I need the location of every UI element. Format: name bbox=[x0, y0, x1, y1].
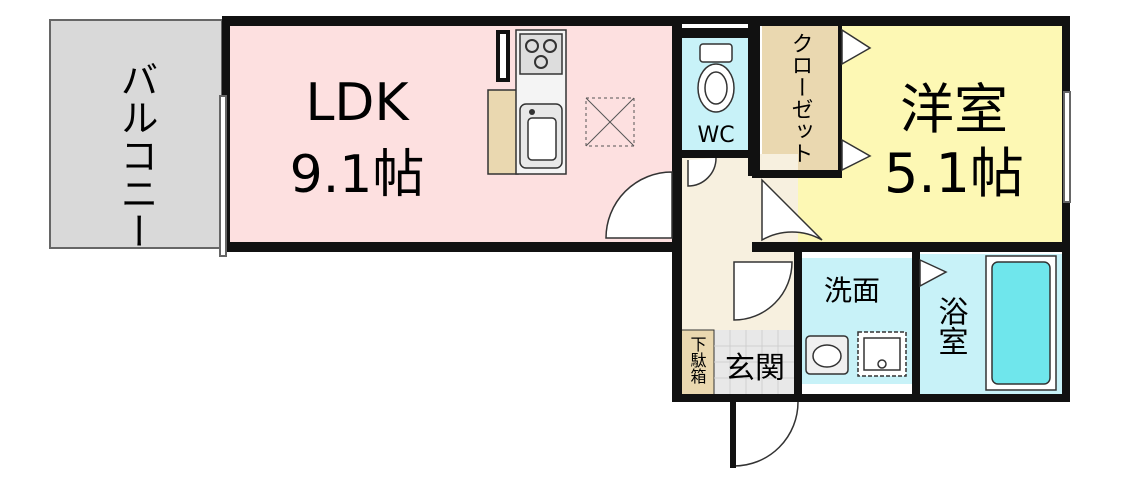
stove-icon bbox=[519, 33, 563, 75]
ldk-size: 9.1帖 bbox=[290, 145, 425, 205]
kitchen-counter bbox=[487, 89, 519, 175]
washbasin-icon bbox=[805, 335, 849, 375]
bathtub-icon bbox=[985, 255, 1057, 391]
door-swing-icon bbox=[605, 157, 948, 467]
entrance-tiles bbox=[714, 330, 796, 396]
closet-label: クローゼット bbox=[788, 32, 813, 164]
kitchen-wall-post-inner bbox=[500, 34, 506, 78]
entrance-area bbox=[714, 330, 796, 396]
closet-door-marks bbox=[841, 28, 872, 172]
balcony-label: バルコニー bbox=[114, 60, 158, 250]
entrance-door-jamb bbox=[730, 400, 736, 468]
ldk-name: LDK bbox=[305, 73, 410, 133]
bath-label: 浴室 bbox=[933, 296, 968, 356]
balcony-area bbox=[49, 19, 223, 249]
western-room-area bbox=[840, 24, 1064, 246]
shoebox-area bbox=[679, 329, 715, 397]
entrance-label: 玄関 bbox=[725, 351, 785, 386]
washer-pan-icon bbox=[857, 331, 907, 377]
walls bbox=[222, 16, 1070, 402]
western-room-name: 洋室 bbox=[900, 78, 1008, 141]
windows bbox=[219, 91, 1071, 257]
sink-icon bbox=[519, 103, 563, 169]
shoebox-label: 下駄箱 bbox=[688, 336, 707, 384]
washroom-label: 洗面 bbox=[824, 274, 880, 307]
western-room-size: 5.1帖 bbox=[884, 142, 1024, 205]
wc-label: WC bbox=[697, 123, 734, 148]
toilet-icon bbox=[697, 43, 735, 113]
void-icon bbox=[585, 97, 635, 147]
closet-area bbox=[762, 24, 840, 174]
ldk-area bbox=[225, 20, 675, 248]
